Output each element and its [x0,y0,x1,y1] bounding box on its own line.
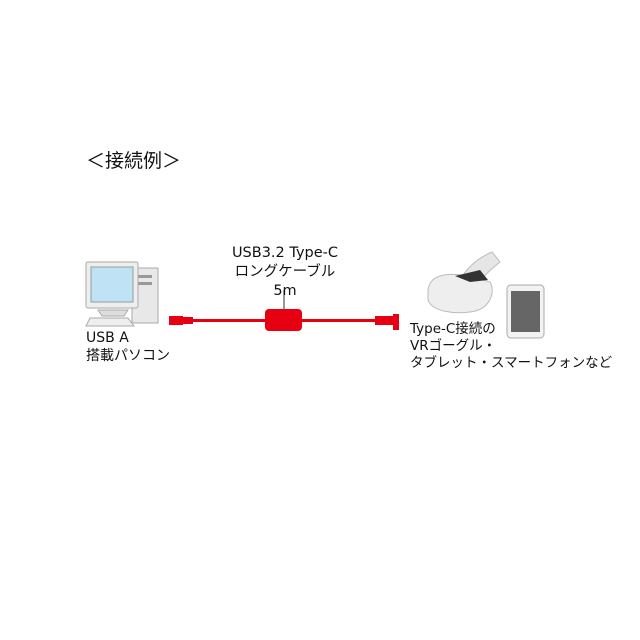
diagram-title: ＜接続例＞ [86,150,182,172]
smartphone-icon [506,284,545,339]
cable-name: USB3.2 Type-C [231,245,339,261]
pc-label: USB A 搭載パソコン [86,329,170,365]
cable-type: ロングケーブル [234,264,336,280]
devices-label-line: Type-C接続の [410,321,496,337]
devices-label-line: VRゴーグル・ [410,338,497,354]
pc-label-line: USB A [86,330,129,346]
devices-label: Type-C接続の VRゴーグル・ タブレット・スマートフォンなど [410,321,612,372]
cable-label: USB3.2 Type-C ロングケーブル 5m [210,244,360,301]
cable-icon [169,290,399,331]
cable-length: 5m [273,283,297,299]
devices-label-line: タブレット・スマートフォンなど [410,355,613,371]
pc-label-line: 搭載パソコン [86,348,170,364]
pc-icon [85,261,159,327]
vr-headset-icon [427,251,501,314]
